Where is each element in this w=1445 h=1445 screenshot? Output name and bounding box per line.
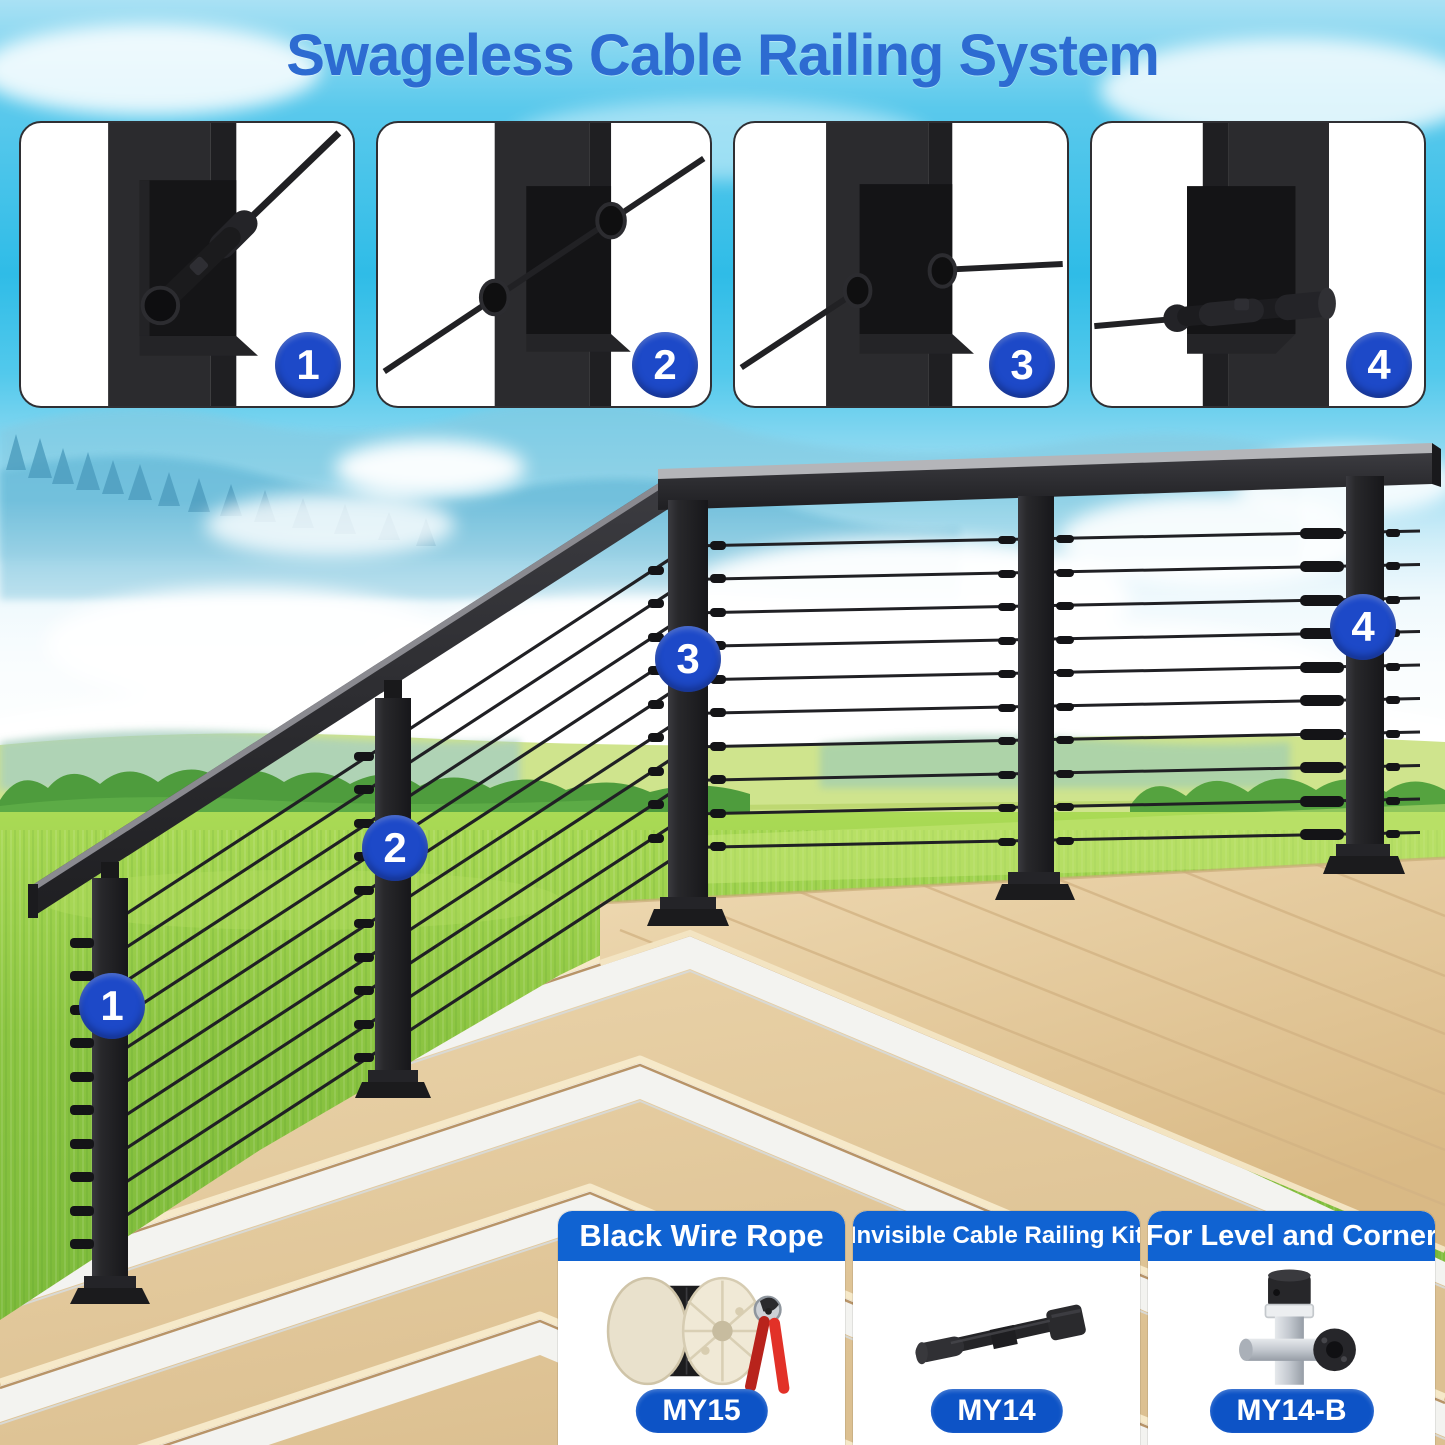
deck-cables bbox=[689, 529, 1421, 849]
badge-number: 1 bbox=[100, 982, 124, 1029]
detail-panel-3: 3 bbox=[733, 121, 1069, 408]
cable-through-post-illustration bbox=[382, 123, 706, 406]
product-box-header: Invisible Cable Railing Kit bbox=[853, 1211, 1140, 1261]
product-box-header: Black Wire Rope bbox=[558, 1211, 845, 1261]
sloped-handrail bbox=[28, 472, 676, 918]
scene-step-badge-3: 3 bbox=[655, 626, 721, 692]
product-code-pill: MY15 bbox=[635, 1389, 768, 1433]
product-box-body: MY15 bbox=[558, 1261, 845, 1445]
step-badge-1: 1 bbox=[275, 332, 341, 398]
wire-rope-spool-illustration bbox=[606, 1276, 790, 1394]
product-code-pill: MY14 bbox=[930, 1389, 1063, 1433]
step-badge-3: 3 bbox=[989, 332, 1055, 398]
level-corner-fitting-illustration bbox=[1239, 1269, 1356, 1385]
railing-posts bbox=[70, 476, 1405, 1304]
product-box-header: For Level and Corner bbox=[1148, 1211, 1435, 1261]
level-tensioner-illustration bbox=[1094, 123, 1336, 406]
page-title: Swageless Cable Railing System bbox=[286, 23, 1160, 88]
tensioner-in-post-illustration bbox=[108, 123, 342, 406]
badge-number: 2 bbox=[383, 824, 407, 871]
product-code-pill: MY14-B bbox=[1209, 1389, 1374, 1433]
product-boxes-row: Black Wire Rope bbox=[558, 1211, 1435, 1445]
scene-step-badge-1: 1 bbox=[79, 973, 145, 1039]
angle-transition-illustration bbox=[739, 123, 1063, 406]
product-box-wire-rope: Black Wire Rope bbox=[558, 1211, 845, 1445]
badge-number: 4 bbox=[1367, 341, 1391, 388]
badge-number: 3 bbox=[1010, 341, 1034, 388]
product-box-level-corner: For Level and Corner bbox=[1148, 1211, 1435, 1445]
detail-panel-2: 2 bbox=[376, 121, 712, 408]
product-box-body: MY14 bbox=[853, 1261, 1140, 1445]
badge-number: 3 bbox=[676, 635, 700, 682]
step-badge-4: 4 bbox=[1346, 332, 1412, 398]
cable-fittings bbox=[70, 528, 1400, 1249]
detail-panel-1: 1 bbox=[19, 121, 355, 408]
badge-number: 1 bbox=[296, 341, 320, 388]
product-box-body: MY14-B bbox=[1148, 1261, 1435, 1445]
badge-number: 4 bbox=[1351, 603, 1375, 650]
detail-panels-row: 1 2 bbox=[19, 121, 1426, 408]
invisible-kit-bolt-illustration bbox=[915, 1304, 1086, 1365]
detail-panel-4: 4 bbox=[1090, 121, 1426, 408]
top-handrail bbox=[658, 443, 1441, 510]
badge-number: 2 bbox=[653, 341, 677, 388]
scene-step-badge-4: 4 bbox=[1330, 594, 1396, 660]
product-box-railing-kit: Invisible Cable Railing Kit MY14 bbox=[853, 1211, 1140, 1445]
step-badge-2: 2 bbox=[632, 332, 698, 398]
scene-step-badge-2: 2 bbox=[362, 815, 428, 881]
